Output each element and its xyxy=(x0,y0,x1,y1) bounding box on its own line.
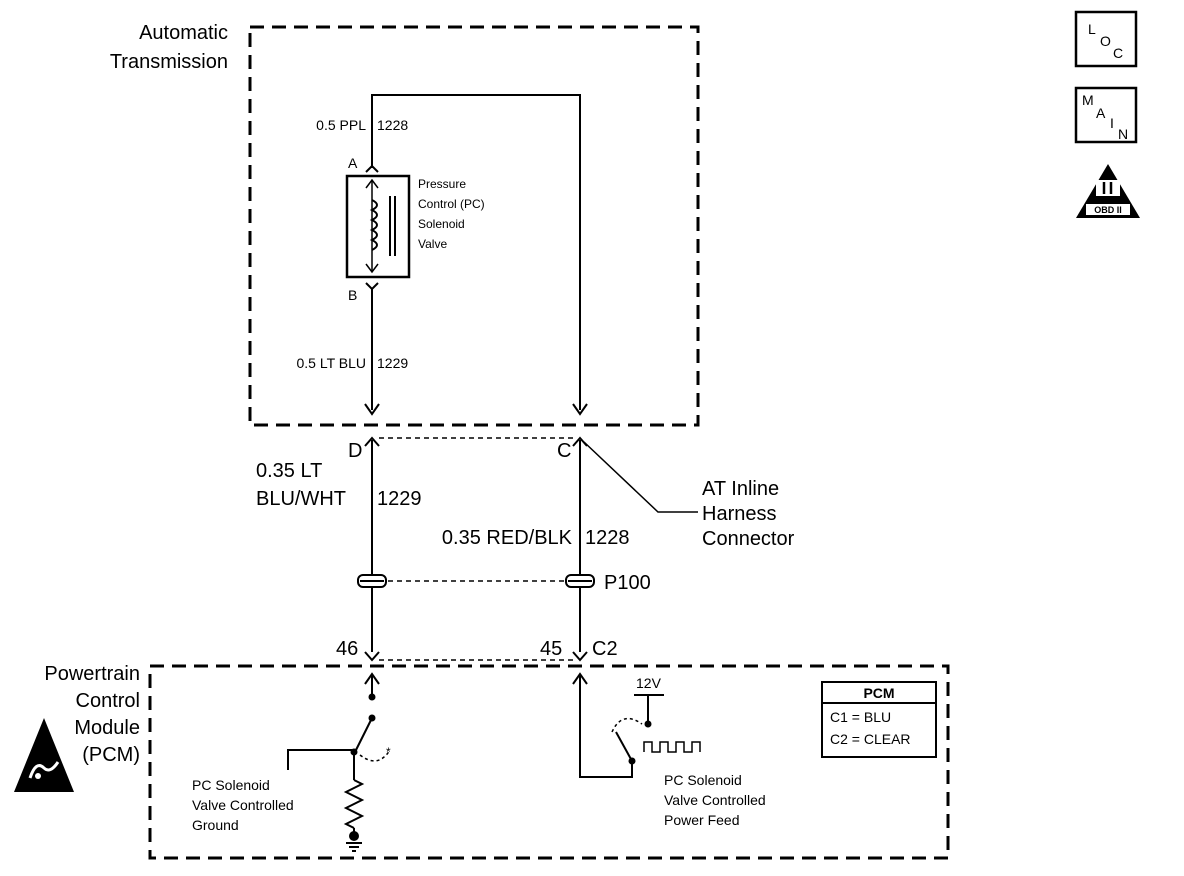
pin-45-label: 45 xyxy=(540,638,562,660)
voltage-label: 12V xyxy=(636,675,662,691)
lt-blu-wht-label-line1: 0.35 LT xyxy=(256,460,322,482)
pin-45-connector xyxy=(572,651,588,662)
svg-text:M: M xyxy=(1082,92,1094,108)
connector-label-line1: AT Inline xyxy=(702,478,779,500)
p100-label: P100 xyxy=(604,572,651,594)
pin-b-label: B xyxy=(348,287,357,303)
power-label-line2: Valve Controlled xyxy=(664,792,766,808)
svg-text:O: O xyxy=(1100,33,1111,49)
pin-46-label: 46 xyxy=(336,638,358,660)
pcm-label-line1: Powertrain xyxy=(44,663,140,685)
ppl-wire-label: 0.5 PPL xyxy=(316,117,366,133)
pcm-legend-title: PCM xyxy=(863,685,894,701)
pin-b-connector xyxy=(365,282,379,291)
low-side-driver: * xyxy=(287,676,391,852)
svg-text:N: N xyxy=(1118,126,1128,142)
pin-a-connector xyxy=(365,164,379,173)
pin-d-label: D xyxy=(348,440,362,462)
lt-blu-circuit-label: 1229 xyxy=(377,355,408,371)
solenoid-label-line3: Solenoid xyxy=(418,217,465,231)
pc-solenoid-valve xyxy=(345,174,411,279)
pcm-label-line3: Module xyxy=(74,717,140,739)
solenoid-label-line1: Pressure xyxy=(418,177,466,191)
c2-label: C2 xyxy=(592,638,618,660)
transmission-boundary xyxy=(248,25,700,427)
pin-d-connector xyxy=(364,436,380,447)
pcm-legend-c1: C1 = BLU xyxy=(830,709,891,725)
lt-blu-wht-circuit-label: 1229 xyxy=(377,488,422,510)
pin-d-arrow xyxy=(364,403,380,416)
power-label-line3: Power Feed xyxy=(664,812,739,828)
transmission-label-line1: Automatic xyxy=(139,22,228,44)
connector-leader-line xyxy=(583,441,698,513)
power-label-line1: PC Solenoid xyxy=(664,772,742,788)
ground-label-line3: Ground xyxy=(192,817,239,833)
main-icon[interactable]: M A I N xyxy=(1074,86,1138,144)
svg-text:L: L xyxy=(1088,21,1096,37)
pin-45-arrow xyxy=(572,672,588,685)
p100-grommet-right xyxy=(565,574,595,588)
ground-label-line1: PC Solenoid xyxy=(192,777,270,793)
ground-label-line2: Valve Controlled xyxy=(192,797,294,813)
pcm-label-line4: (PCM) xyxy=(82,744,140,766)
lt-blu-wire-label: 0.5 LT BLU xyxy=(296,355,366,371)
ppl-wire xyxy=(371,94,581,410)
solenoid-label-line4: Valve xyxy=(418,237,447,251)
pin-c-arrow xyxy=(572,403,588,416)
pin-46-connector xyxy=(364,651,380,662)
svg-text:C: C xyxy=(1113,45,1123,61)
p100-grommet-left xyxy=(357,574,387,588)
pcm-boundary xyxy=(148,664,950,860)
svg-text:*: * xyxy=(386,745,391,759)
pcm-legend-c2: C2 = CLEAR xyxy=(830,731,911,747)
pin-a-label: A xyxy=(348,155,358,171)
solenoid-label-line2: Control (PC) xyxy=(418,197,485,211)
svg-text:I: I xyxy=(1110,115,1114,131)
esd-warning-icon xyxy=(14,718,74,792)
transmission-label-line2: Transmission xyxy=(110,51,228,73)
loc-icon[interactable]: L O C xyxy=(1074,10,1138,68)
connector-label-line3: Connector xyxy=(702,528,795,550)
red-blk-circuit-label: 1228 xyxy=(585,527,630,549)
pin-c-label: C xyxy=(557,440,571,462)
svg-text:A: A xyxy=(1096,105,1106,121)
high-side-driver xyxy=(579,676,701,778)
pcm-legend xyxy=(821,681,937,758)
pin-46-arrow xyxy=(364,672,380,685)
obd-ii-icon[interactable]: OBD II xyxy=(1076,164,1140,218)
connector-label-line2: Harness xyxy=(702,503,776,525)
ppl-circuit-label: 1228 xyxy=(377,117,408,133)
lt-blu-wht-label-line2: BLU/WHT xyxy=(256,488,346,510)
pcm-label-line2: Control xyxy=(76,690,140,712)
red-blk-wire-label: 0.35 RED/BLK xyxy=(442,527,573,549)
svg-text:OBD II: OBD II xyxy=(1094,205,1122,215)
